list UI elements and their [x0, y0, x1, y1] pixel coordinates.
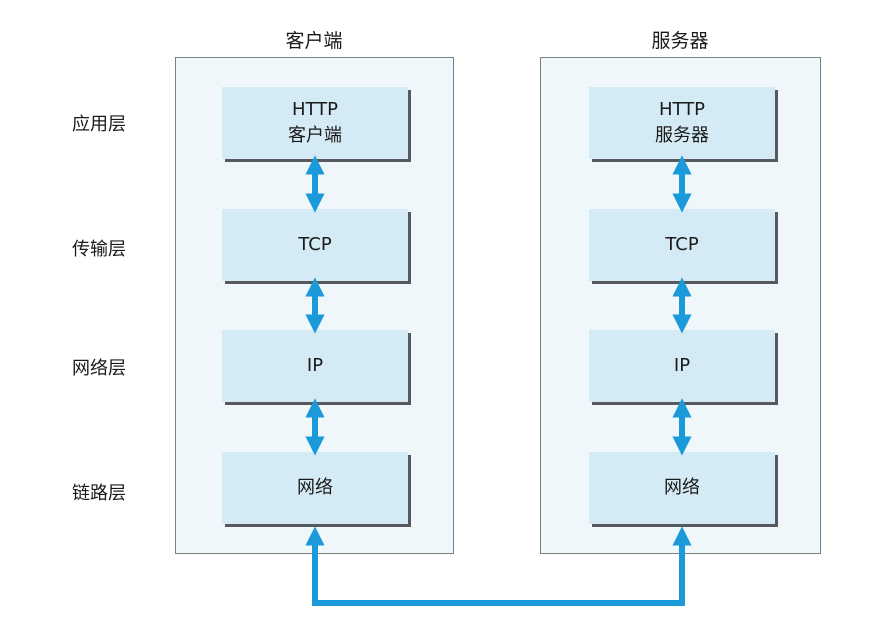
server-ip-box: IP	[589, 330, 775, 402]
client-tcp-box: TCP	[222, 209, 408, 281]
client-ip-label: IP	[306, 355, 324, 376]
client-column-title: 客户端	[285, 30, 343, 52]
client-link-label: 网络	[297, 477, 333, 498]
layer-label-application: 应用层	[72, 114, 126, 135]
client-link-box: 网络	[222, 452, 408, 524]
server-column-title: 服务器	[651, 30, 709, 52]
client-http-sublabel: 客户端	[288, 125, 342, 146]
server-tcp-label: TCP	[665, 234, 699, 255]
link-connector-arrow	[305, 526, 692, 606]
client-ip-box: IP	[222, 330, 408, 402]
server-link-label: 网络	[664, 477, 700, 498]
server-http-label: HTTP	[658, 99, 706, 120]
server-http-sublabel: 服务器	[655, 125, 709, 146]
server-tcp-box: TCP	[589, 209, 775, 281]
client-http-label: HTTP	[291, 99, 339, 120]
server-link-box: 网络	[589, 452, 775, 524]
server-http-box: HTTP 服务器	[589, 87, 775, 159]
layer-label-network: 网络层	[72, 358, 126, 379]
client-http-box: HTTP 客户端	[222, 87, 408, 159]
layer-label-link: 链路层	[72, 483, 126, 504]
server-ip-label: IP	[673, 355, 691, 376]
layer-label-transport: 传输层	[72, 239, 126, 260]
client-tcp-label: TCP	[298, 234, 332, 255]
